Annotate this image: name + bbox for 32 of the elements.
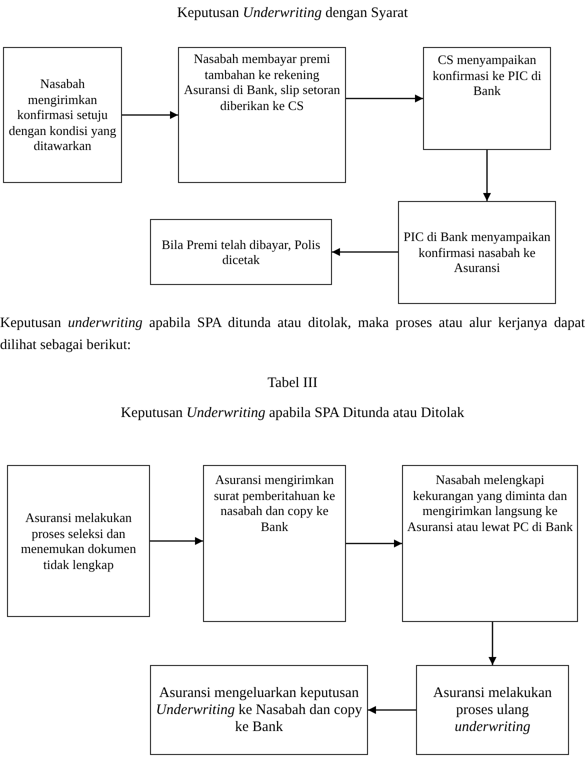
box-text: Asuransi melakukan proses seleksi dan menemukan dokumen tidak lengkap — [20, 510, 138, 572]
box-text: Asuransi melakukan proses ulang underwriting — [432, 684, 553, 736]
process-box — [423, 47, 551, 150]
process-box — [416, 665, 569, 755]
box-text: Nasabah mengirimkan konfirmasi setuju dengan kondisi yang ditawarkan — [8, 76, 118, 154]
table-number: Tabel III — [266, 374, 319, 393]
arrow — [368, 706, 416, 714]
arrow — [346, 540, 402, 548]
arrow — [122, 111, 178, 119]
process-box — [178, 47, 346, 183]
process-box — [3, 47, 122, 183]
box-text: CS menyampaikan konfirmasi ke PIC di Bank — [432, 52, 542, 98]
process-box — [7, 465, 150, 617]
arrow — [483, 150, 491, 201]
box-text: Asuransi mengeluarkan keputusan Underwriting ke Nasabah dan copy ke Bank — [154, 684, 364, 736]
process-box — [150, 665, 368, 755]
box-text: Nasabah membayar premi tambahan ke rekening Asuransi di Bank, slip setoran diberikan ke CS — [182, 51, 342, 113]
arrow — [488, 622, 496, 665]
process-box — [398, 201, 556, 304]
table-title: Keputusan Underwriting apabila SPA Ditunda atau Ditolak — [120, 404, 466, 423]
process-box — [150, 219, 332, 285]
box-text: Asuransi mengirimkan surat pemberitahuan ke nasabah dan copy ke Bank — [212, 472, 336, 534]
process-box — [203, 465, 346, 622]
paragraph: Keputusan underwriting apabila SPA ditunda atau ditolak, maka proses atau alur kerjanya dapat dilihat sebagai berikut: — [0, 314, 585, 355]
arrow — [150, 537, 203, 545]
arrow — [346, 94, 423, 102]
arrow — [332, 248, 398, 256]
diagram-title: Keputusan Underwriting dengan Syarat — [176, 4, 409, 23]
box-text: Bila Premi telah dibayar, Polis dicetak — [160, 236, 322, 268]
box-text: Nasabah melengkapi kekurangan yang diminta dan mengirimkan langsung ke Asuransi atau lewat PC di Bank — [406, 472, 574, 534]
process-box — [402, 465, 578, 622]
box-text: PIC di Bank menyampaikan konfirmasi nasabah ke Asuransi — [402, 229, 552, 276]
